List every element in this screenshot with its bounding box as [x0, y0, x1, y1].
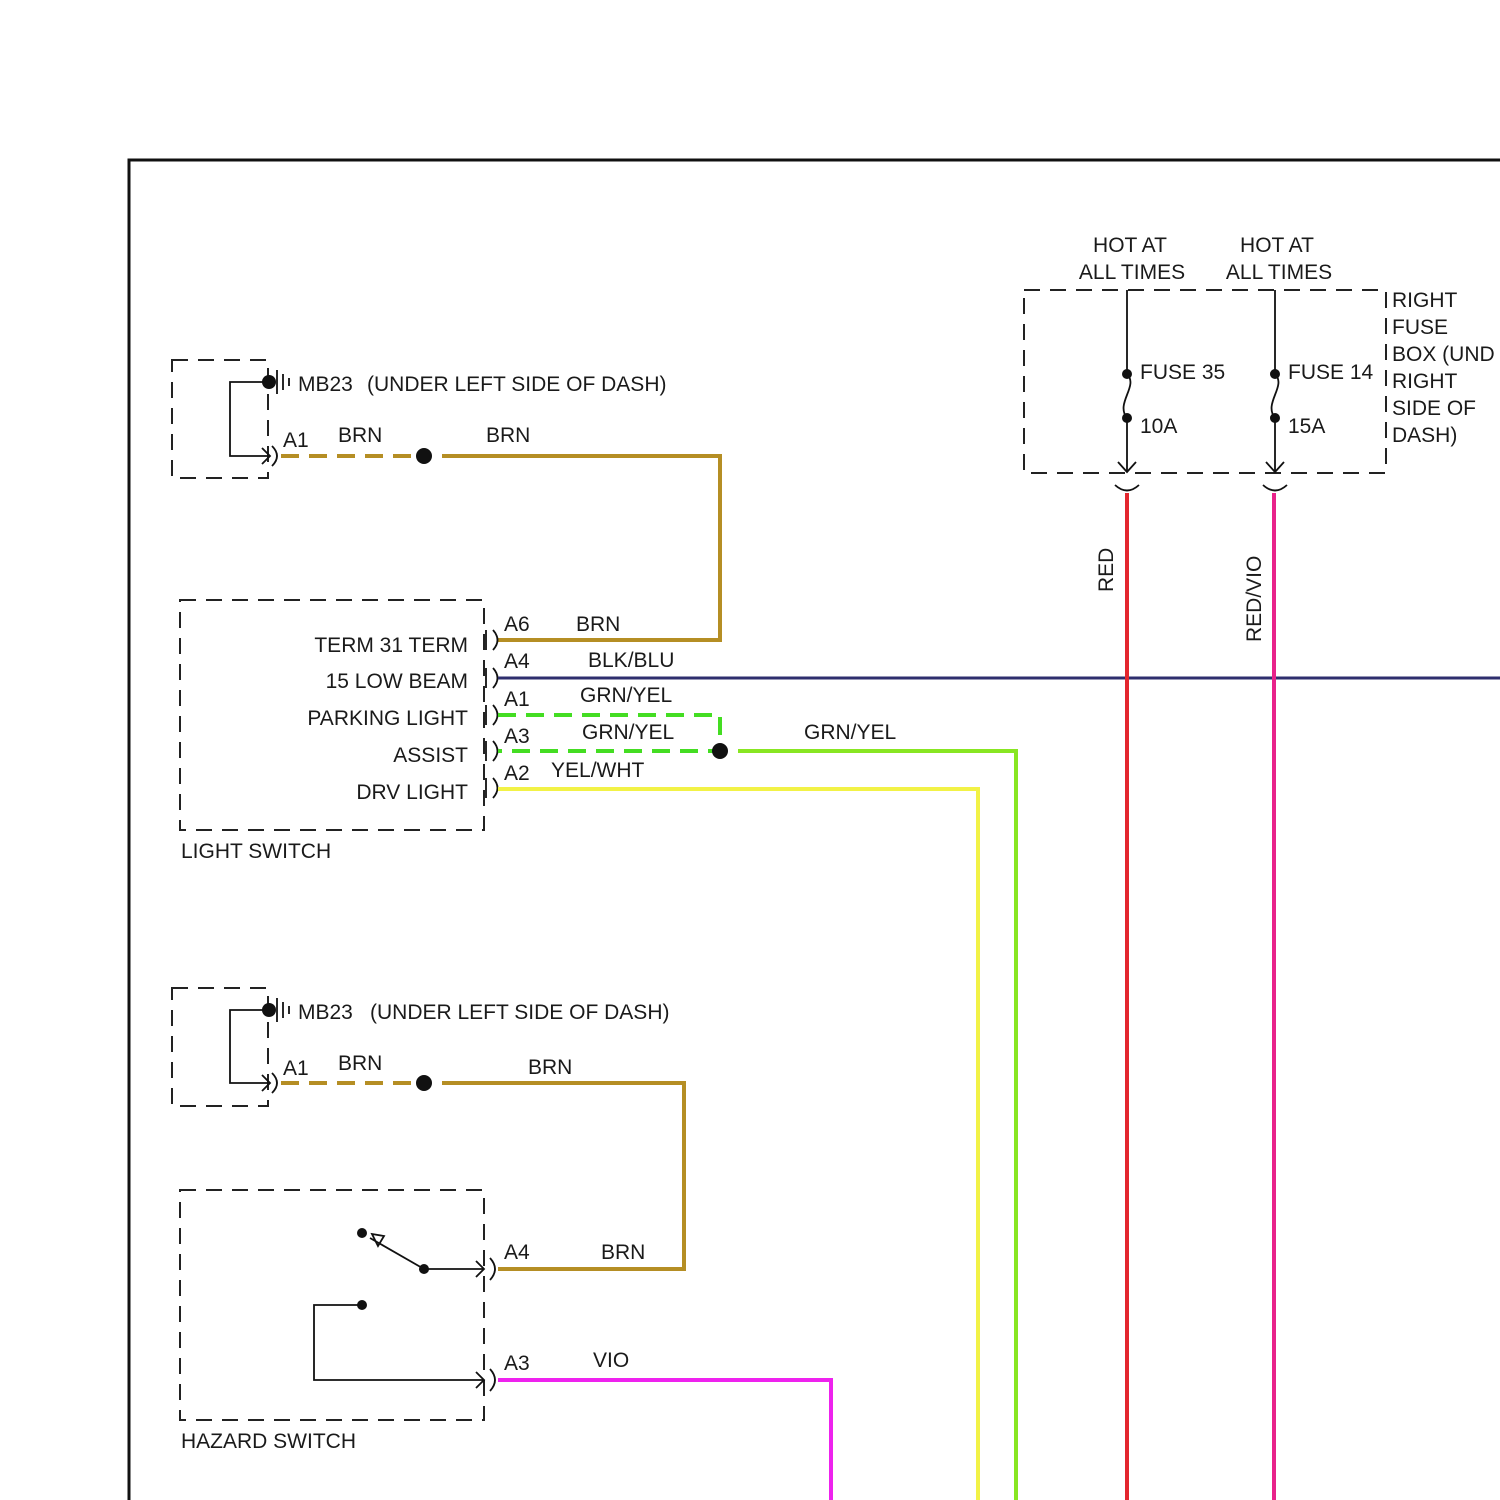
fuse-14-rating: 15A: [1288, 415, 1325, 438]
ground-top-location: (UNDER LEFT SIDE OF DASH): [367, 373, 666, 396]
ground-top-wire-right: BRN: [486, 424, 530, 447]
light-switch-wire: GRN/YEL: [582, 721, 674, 744]
fuse-14-wire-label: RED/VIO: [1243, 556, 1266, 642]
ground-top-node: [262, 375, 276, 389]
fuse-35-name: FUSE 35: [1140, 361, 1225, 384]
hazard-switch-wire: BRN: [601, 1241, 645, 1264]
ground-bottom-wire-left: BRN: [338, 1052, 382, 1075]
fuse-14-hot-label: ALL TIMES: [1226, 261, 1332, 284]
ground-bottom-location: (UNDER LEFT SIDE OF DASH): [370, 1001, 669, 1024]
light-switch-wire: YEL/WHT: [551, 759, 645, 782]
light-switch-label: ASSIST: [393, 744, 468, 767]
light-switch-label: DRV LIGHT: [356, 781, 468, 804]
fuse-box-label: SIDE OF: [1392, 397, 1476, 420]
fuse-35-rating: 10A: [1140, 415, 1177, 438]
ground-top-connector: MB23: [298, 373, 353, 396]
pin-bracket: [486, 630, 498, 650]
ground-bottom-node: [262, 1003, 276, 1017]
splice-node: [416, 448, 432, 464]
switch-contact: [357, 1228, 367, 1238]
fuse-35-wire-label: RED: [1095, 548, 1118, 592]
fuse-box-label: RIGHT: [1392, 370, 1458, 393]
light-switch-wire: BRN: [576, 613, 620, 636]
ground-top-pin: A1: [283, 429, 309, 452]
fuse-box-label: FUSE: [1392, 316, 1448, 339]
splice-node: [416, 1075, 432, 1091]
fuse-box-label: RIGHT: [1392, 289, 1458, 312]
fuse-box: RIGHT FUSE BOX (UND RIGHT SIDE OF DASH) …: [1024, 234, 1495, 1500]
switch-blade: [370, 1238, 424, 1269]
fuse-14-symbol: [1272, 374, 1279, 418]
fuse-35-hot-label: HOT AT: [1093, 234, 1167, 257]
ground-top-loop: [230, 382, 268, 456]
ground-bottom-connector: MB23: [298, 1001, 353, 1024]
ground-bottom-pin: A1: [283, 1057, 309, 1080]
connector-bracket: [272, 446, 277, 466]
splice-node: [712, 743, 728, 759]
light-switch-pin: A2: [504, 762, 530, 785]
hazard-switch-pin: A3: [504, 1352, 530, 1375]
light-switch-wire-assist-out: GRN/YEL: [804, 721, 896, 744]
ground-bottom-loop: [230, 1010, 268, 1083]
pin-bracket: [490, 1369, 495, 1391]
light-switch-pin: A1: [504, 688, 530, 711]
ground-top: MB23 (UNDER LEFT SIDE OF DASH) A1 BRN BR…: [172, 360, 720, 640]
light-switch-wire: BLK/BLU: [588, 649, 674, 672]
light-switch-label: TERM 31 TERM: [314, 634, 468, 657]
pin-bracket: [486, 668, 498, 688]
fuse-35-symbol: [1124, 374, 1131, 418]
fuse-box-label: DASH): [1392, 424, 1457, 447]
pin-bracket: [490, 1258, 495, 1280]
connector-bracket: [272, 1073, 277, 1093]
connector-bracket: [1115, 485, 1139, 491]
hazard-switch: HAZARD SWITCH A4 A3 BRN VIO: [180, 1190, 831, 1500]
light-switch-title: LIGHT SWITCH: [181, 840, 331, 863]
fuse-14-name: FUSE 14: [1288, 361, 1374, 384]
hazard-switch-title: HAZARD SWITCH: [181, 1430, 356, 1453]
light-switch-wire: GRN/YEL: [580, 684, 672, 707]
pin-bracket: [486, 778, 498, 798]
hazard-switch-pin: A4: [504, 1241, 530, 1264]
ground-top-wire-left: BRN: [338, 424, 382, 447]
wire-yel-wht: [498, 789, 978, 1500]
light-switch-pin: A3: [504, 725, 530, 748]
light-switch: LIGHT SWITCH TERM 31 TERM 15 LOW BEAM PA…: [180, 600, 1500, 1500]
pin-bracket: [486, 741, 498, 761]
ground-bottom: MB23 (UNDER LEFT SIDE OF DASH) A1 BRN BR…: [172, 988, 684, 1269]
wire-grn-yel: [738, 751, 1016, 1500]
ground-bottom-box: [172, 988, 268, 1106]
hazard-switch-wire: VIO: [593, 1349, 629, 1372]
switch-line: [314, 1305, 484, 1380]
fuse-14-hot-label: HOT AT: [1240, 234, 1314, 257]
wire-brn-bottom: [442, 1083, 684, 1269]
wire-vio: [498, 1380, 831, 1500]
connector-bracket: [1263, 485, 1287, 491]
pin-bracket: [486, 705, 498, 725]
ground-bottom-wire-right: BRN: [528, 1056, 572, 1079]
light-switch-pin: A6: [504, 613, 530, 636]
light-switch-pin: A4: [504, 650, 530, 673]
fuse-box-label: BOX (UND: [1392, 343, 1495, 366]
light-switch-label: 15 LOW BEAM: [326, 670, 468, 693]
fuse-35-hot-label: ALL TIMES: [1079, 261, 1185, 284]
ground-top-box: [172, 360, 268, 478]
light-switch-label: PARKING LIGHT: [307, 707, 468, 730]
